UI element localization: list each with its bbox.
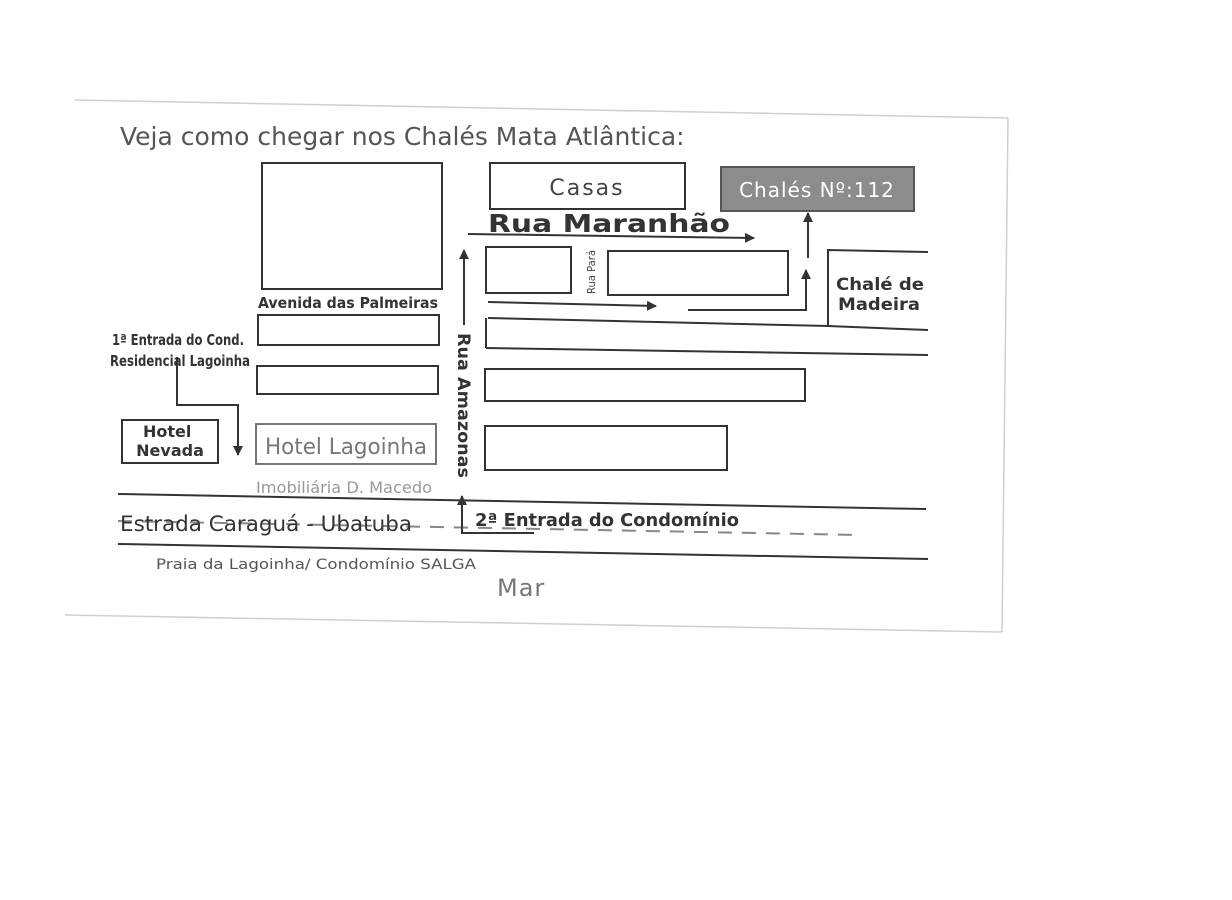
hotel-lagoinha-label: Hotel Lagoinha (265, 435, 427, 460)
arrow-entrada-1 (176, 357, 243, 456)
street-label-rua-amazonas: Rua Amazonas (453, 333, 473, 478)
street-label-rua-maranhao: Rua Maranhão (488, 209, 730, 238)
praia-label: Praia da Lagoinha/ Condomínio SALGA (156, 557, 477, 573)
city-block (257, 314, 440, 346)
road-estrada-south-edge (117, 543, 929, 560)
hotel-lagoinha-block (255, 423, 437, 465)
road-line (485, 347, 929, 356)
hotel-nevada-line-2: Nevada (136, 441, 204, 460)
block-casas (489, 162, 686, 210)
chale-madeira-line-2: Madeira (838, 295, 920, 315)
map-title: Veja como chegar nos Chalés Mata Atlânti… (120, 122, 685, 151)
city-block (256, 365, 439, 395)
road-estrada-center-line (117, 520, 861, 536)
mar-label: Mar (497, 574, 545, 602)
entrada-1-line-2: Residencial Lagoinha (110, 352, 250, 370)
entrada-1-label: 1ª Entrada do Cond. Residencial Lagoinha (110, 331, 250, 370)
road-line (827, 325, 929, 331)
chale-madeira-label: Chalé de Madeira (836, 275, 930, 315)
street-label-avenida-das-palmeiras: Avenida das Palmeiras (258, 294, 438, 312)
hotel-nevada-line-1: Hotel (143, 422, 191, 441)
hotel-nevada-label: Hotel Nevada (136, 422, 204, 460)
arrow-rua-maranhao (467, 232, 755, 243)
chale-madeira-boundary (487, 248, 929, 328)
card-border (64, 99, 1009, 633)
road-estrada-north-edge (117, 493, 927, 510)
casas-label: Casas (549, 176, 624, 201)
city-block (484, 368, 806, 402)
entrada-1-line-1: 1ª Entrada do Cond. (112, 331, 244, 349)
arrow-entrada-2 (457, 495, 534, 534)
imobiliaria-label: Imobiliária D. Macedo (256, 478, 432, 497)
arrow-to-chale-madeira (688, 269, 811, 311)
city-block (607, 250, 789, 296)
city-block (485, 246, 572, 294)
hotel-nevada-block (121, 419, 219, 464)
chales-number-label: Chalés Nº:112 (739, 178, 895, 202)
street-label-estrada: Estrada Caraguá - Ubatuba (120, 512, 412, 536)
entrada-2-label: 2ª Entrada do Condomínio (475, 510, 739, 531)
city-block (484, 425, 728, 471)
city-block (261, 162, 443, 290)
chales-marker (720, 166, 915, 212)
street-label-rua-para: Rua Pará (585, 250, 598, 294)
chale-madeira-line-1: Chalé de (836, 275, 924, 295)
arrow-rua-para-east (487, 300, 657, 311)
